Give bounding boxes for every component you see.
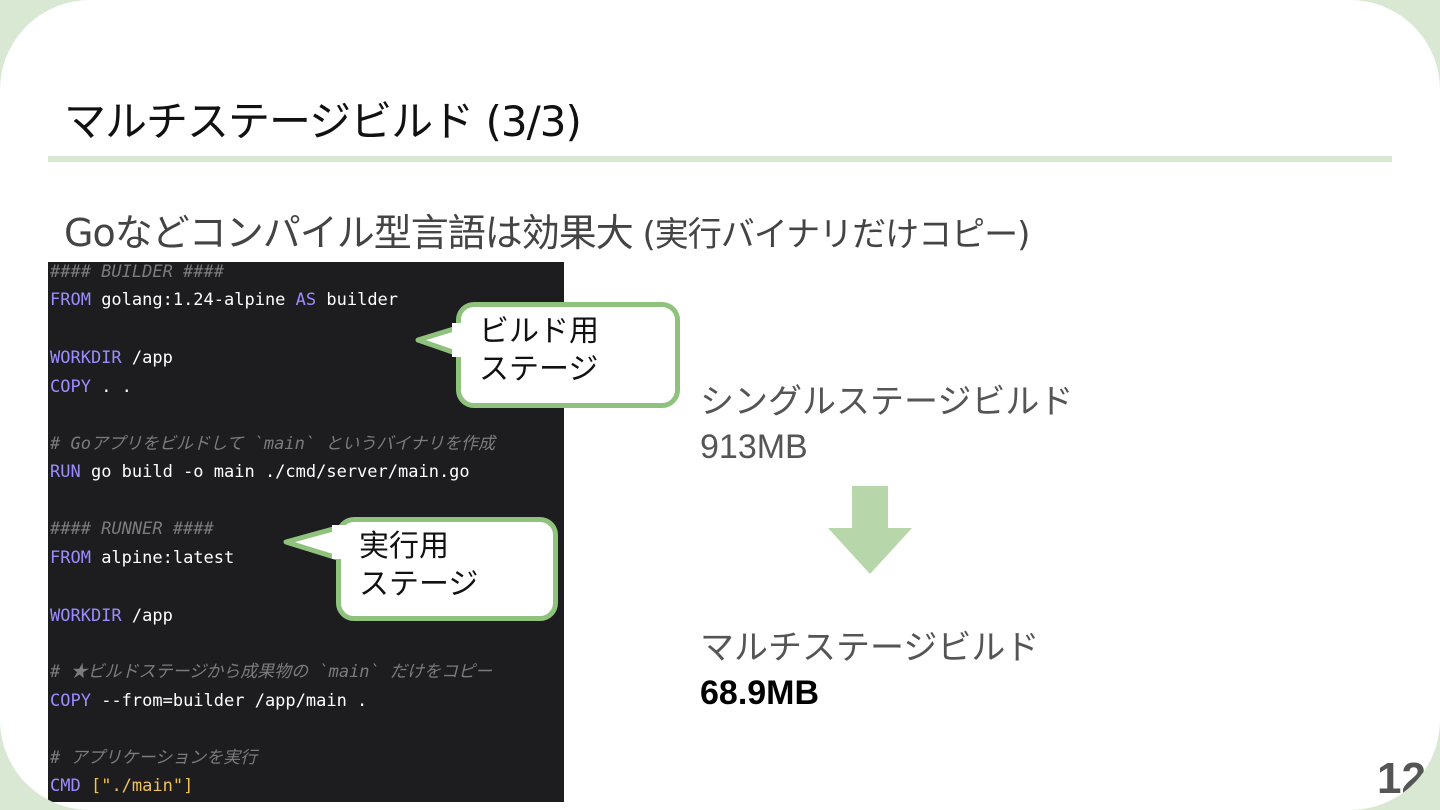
build-callout-line-1: ビルド用 bbox=[479, 314, 599, 349]
build-callout-tail-mask bbox=[452, 323, 466, 357]
run-callout-line-2: ステージ bbox=[359, 567, 479, 602]
build-callout-line-2: ステージ bbox=[479, 352, 599, 387]
code-line-11: FROM alpine:latest bbox=[50, 548, 235, 568]
run-stage-callout: 実行用 ステージ bbox=[336, 517, 558, 621]
code-line-8: RUN go build -o main ./cmd/server/main.g… bbox=[50, 462, 470, 482]
multi-stage-size: 68.9MB bbox=[700, 674, 820, 712]
single-stage-size: 913MB bbox=[700, 428, 808, 466]
code-line-2: FROM golang:1.24-alpine AS builder bbox=[50, 290, 399, 310]
code-line-18: # アプリケーションを実行 bbox=[50, 748, 258, 768]
single-stage-label: シングルステージビルド bbox=[700, 382, 1074, 422]
code-line-15: # ★ビルドステージから成果物の `main` だけをコピー bbox=[50, 662, 493, 682]
run-callout-tail-mask bbox=[332, 525, 346, 559]
code-line-1: #### BUILDER #### bbox=[50, 262, 224, 282]
code-line-19: CMD ["./main"] bbox=[50, 776, 194, 796]
build-stage-callout: ビルド用 ステージ bbox=[456, 302, 680, 408]
title-divider bbox=[48, 156, 1392, 162]
multi-stage-label: マルチステージビルド bbox=[700, 628, 1040, 668]
code-line-5: COPY . . bbox=[50, 377, 132, 397]
slide-subtitle: Goなどコンパイル型言語は効果大 (実行バイナリだけコピー) bbox=[64, 202, 1031, 257]
code-line-10: #### RUNNER #### bbox=[50, 519, 214, 539]
code-line-13: WORKDIR /app bbox=[50, 606, 173, 626]
code-line-7: # Goアプリをビルドして `main` というバイナリを作成 bbox=[50, 434, 495, 454]
subtitle-paren: (実行バイナリだけコピー) bbox=[632, 215, 1031, 255]
run-callout-line-1: 実行用 bbox=[359, 529, 449, 564]
down-arrow-icon bbox=[828, 486, 912, 574]
code-line-16: COPY --from=builder /app/main . bbox=[50, 691, 368, 711]
slide-title: マルチステージビルド (3/3) bbox=[64, 97, 582, 146]
code-line-4: WORKDIR /app bbox=[50, 348, 173, 368]
subtitle-main: Goなどコンパイル型言語は効果大 bbox=[64, 211, 634, 255]
page-number: 12 bbox=[1377, 754, 1426, 803]
